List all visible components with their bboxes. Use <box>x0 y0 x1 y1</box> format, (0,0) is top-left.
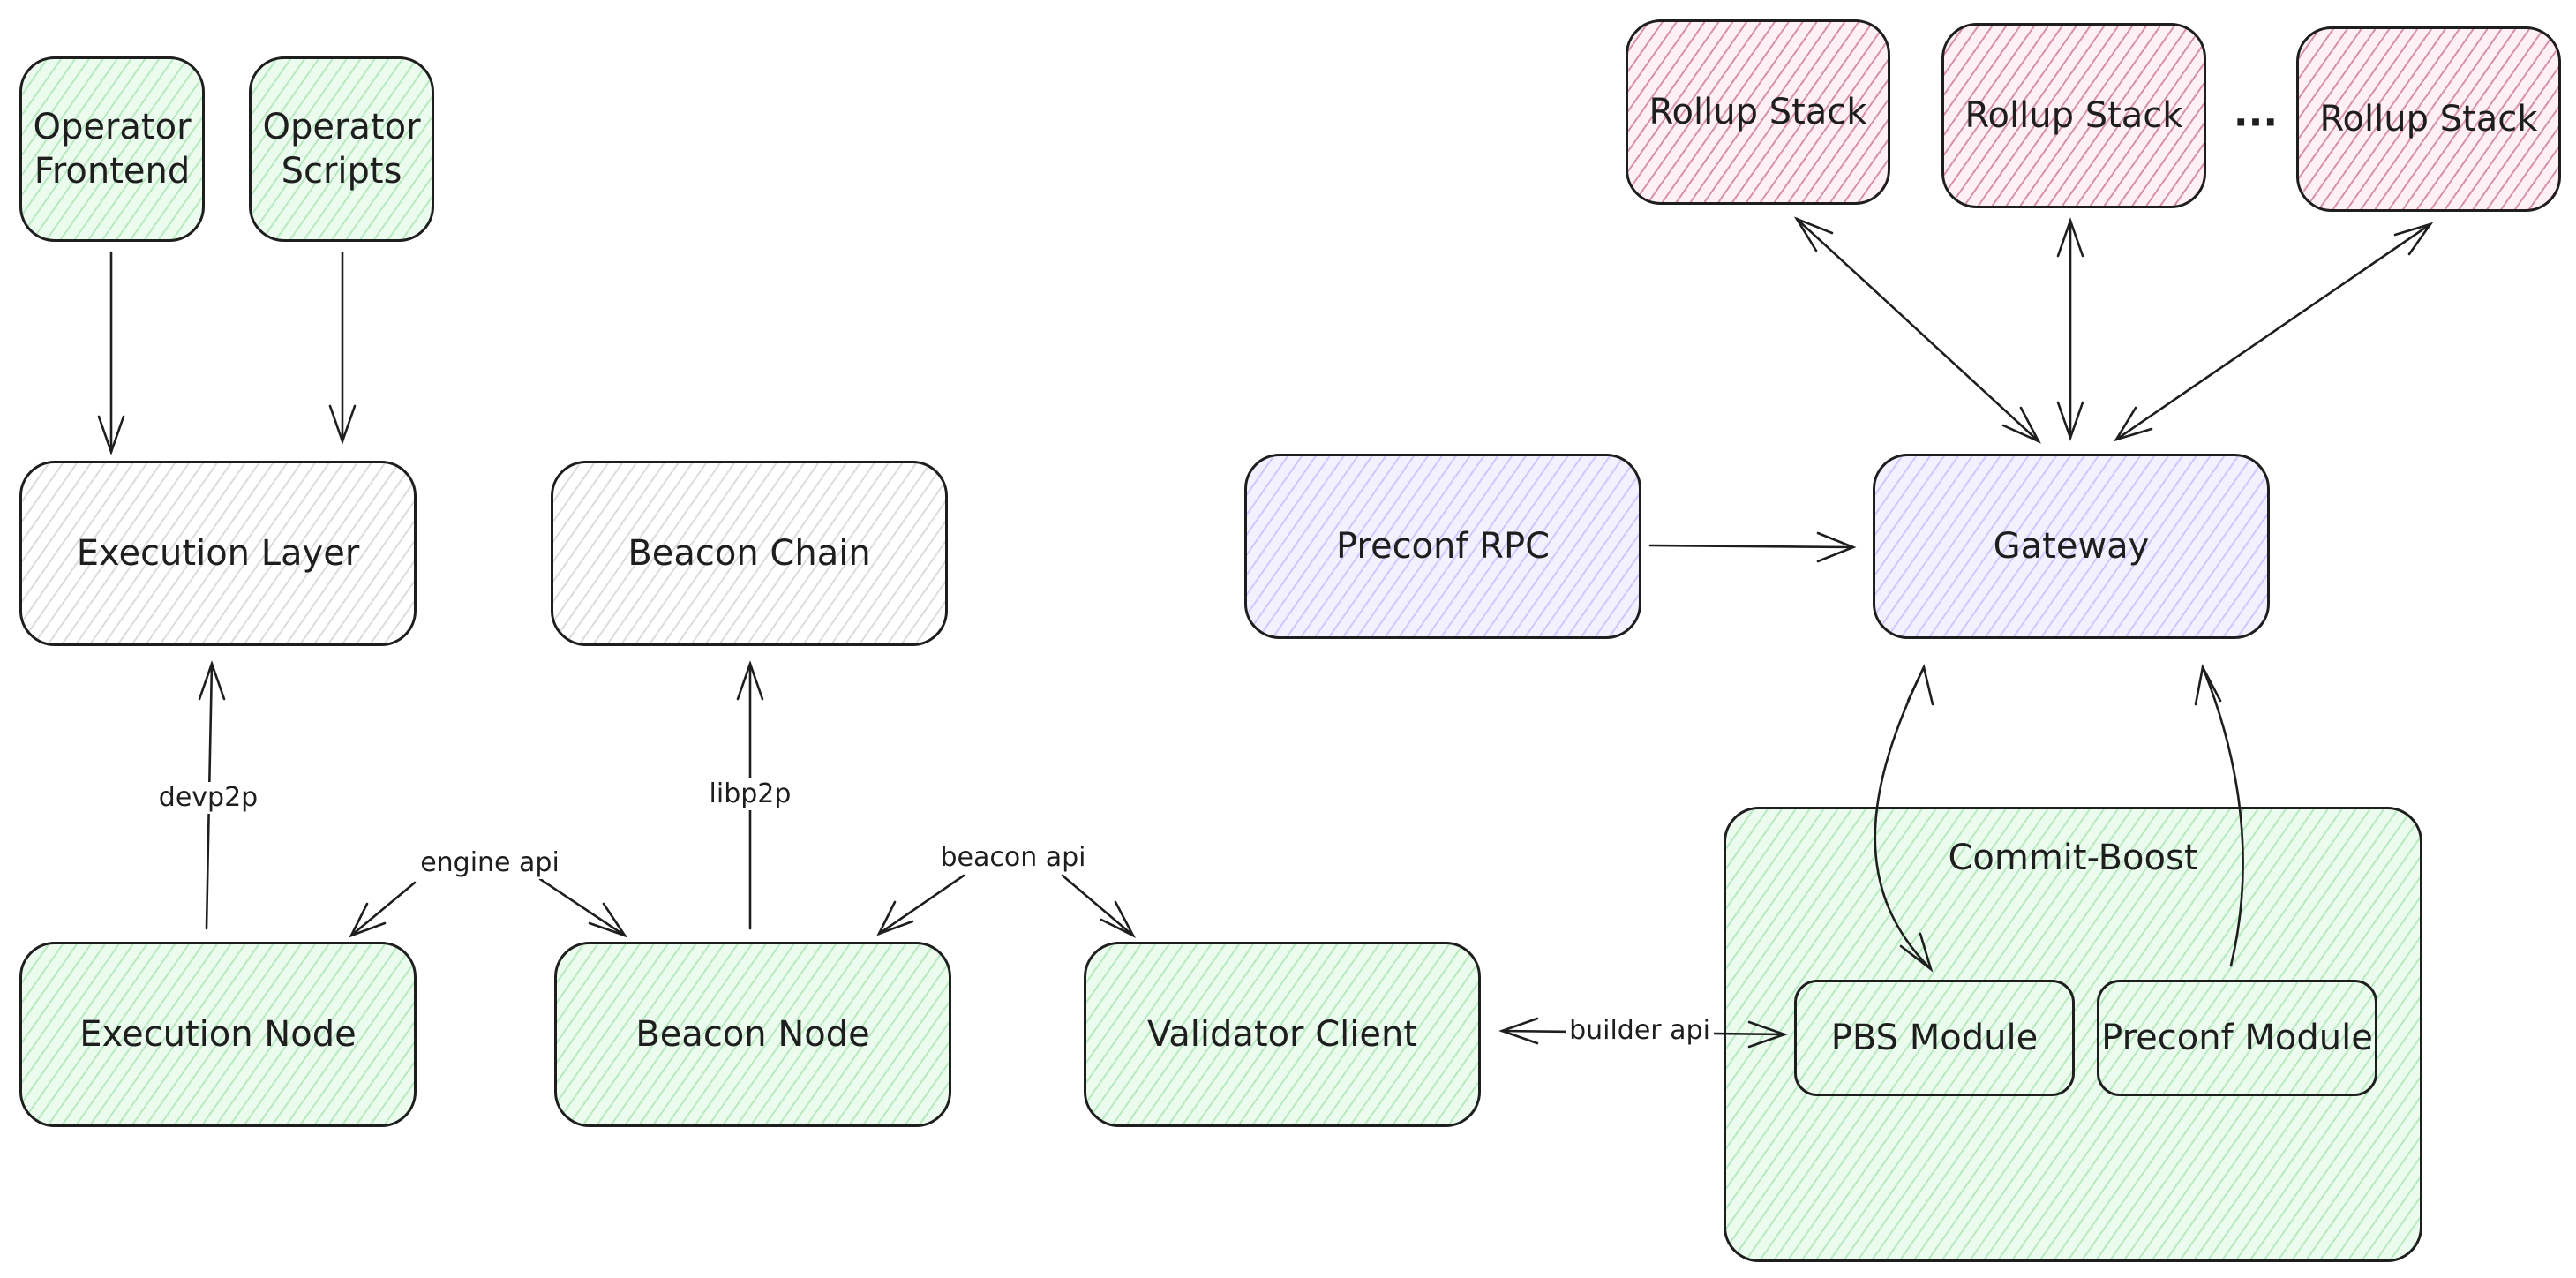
arrowhead <box>1100 900 1137 938</box>
rollup-stack-node-2[interactable]: Rollup Stack <box>1941 23 2206 208</box>
beacon-node[interactable]: Beacon Node <box>554 942 951 1127</box>
more-rollups-ellipsis: ... <box>2233 90 2279 136</box>
rollup-stack-label-1: Rollup Stack <box>1648 92 1867 132</box>
arrowhead <box>1816 531 1857 563</box>
edge-engine-api-to-execution-node <box>349 881 417 937</box>
arrowhead <box>1747 1020 1788 1049</box>
rollup-stack-node-3[interactable]: Rollup Stack <box>2296 26 2561 212</box>
rollup-stack-label-2: Rollup Stack <box>1964 95 2183 136</box>
operator-scripts-node[interactable]: Operator Scripts <box>249 56 434 242</box>
edge-preconf-module-to-gateway <box>2201 665 2244 967</box>
edge-gateway-rollup-stack-3 <box>2114 222 2432 441</box>
arrowhead <box>97 415 125 455</box>
arrowhead <box>2114 406 2153 442</box>
execution-node-label: Execution Node <box>79 1014 357 1055</box>
operator-frontend-node[interactable]: Operator Frontend <box>19 56 205 242</box>
preconf-rpc-node[interactable]: Preconf RPC <box>1244 454 1641 639</box>
arrowhead <box>1793 216 1834 252</box>
operator-scripts-label: Operator Scripts <box>262 107 421 192</box>
arrowhead <box>198 660 226 701</box>
edge-label-libp2p: libp2p <box>705 778 795 810</box>
validator-client-node[interactable]: Validator Client <box>1084 942 1481 1127</box>
arrowhead <box>736 660 764 701</box>
arrowhead <box>2056 217 2084 258</box>
preconf-rpc-label: Preconf RPC <box>1335 526 1551 567</box>
edge-gateway-rollup-stack-1 <box>1795 217 2040 443</box>
validator-client-label: Validator Client <box>1146 1014 1417 1055</box>
arrowhead <box>1899 932 1934 973</box>
arrowhead <box>1498 1017 1539 1045</box>
pbs-module-node[interactable]: PBS Module <box>1794 980 2075 1096</box>
execution-layer-node[interactable]: Execution Layer <box>19 461 417 646</box>
arrowhead <box>2001 406 2041 444</box>
edge-label-builder-api: builder api <box>1566 1015 1714 1047</box>
beacon-node-label: Beacon Node <box>635 1014 870 1055</box>
arrowhead <box>2194 664 2222 706</box>
beacon-chain-label: Beacon Chain <box>627 533 871 574</box>
preconf-module-node[interactable]: Preconf Module <box>2097 980 2377 1096</box>
arrowhead <box>588 902 628 938</box>
execution-node[interactable]: Execution Node <box>19 942 417 1127</box>
arrowhead <box>1906 664 1934 706</box>
pbs-module-label: PBS Module <box>1830 1018 2039 1058</box>
arrowhead <box>349 902 387 938</box>
arrowhead <box>876 900 914 936</box>
edge-beacon-api-to-beacon-node <box>877 874 965 936</box>
edge-label-beacon-api: beacon api <box>936 842 1090 874</box>
gateway-label: Gateway <box>1993 526 2150 567</box>
arrowhead <box>2056 401 2084 441</box>
rollup-stack-node-1[interactable]: Rollup Stack <box>1626 19 1890 205</box>
beacon-chain-node[interactable]: Beacon Chain <box>551 461 948 646</box>
edge-engine-api-to-beacon-node <box>538 877 627 937</box>
arrowhead <box>328 404 357 445</box>
commit-boost-label: Commit-Boost <box>1948 838 2198 878</box>
edge-label-engine-api: engine api <box>417 847 563 879</box>
arrowhead <box>2393 222 2434 256</box>
edge-preconf-rpc-to-gateway <box>1648 544 1855 549</box>
operator-frontend-label: Operator Frontend <box>33 107 192 192</box>
gateway-node[interactable]: Gateway <box>1873 454 2270 639</box>
rollup-stack-label-3: Rollup Stack <box>2319 99 2538 139</box>
execution-layer-label: Execution Layer <box>76 533 360 574</box>
edge-beacon-api-to-validator-client <box>1061 874 1135 937</box>
preconf-module-label: Preconf Module <box>2101 1018 2373 1058</box>
edge-gateway-pbs-module <box>1874 665 1933 971</box>
edge-label-devp2p: devp2p <box>154 782 262 814</box>
